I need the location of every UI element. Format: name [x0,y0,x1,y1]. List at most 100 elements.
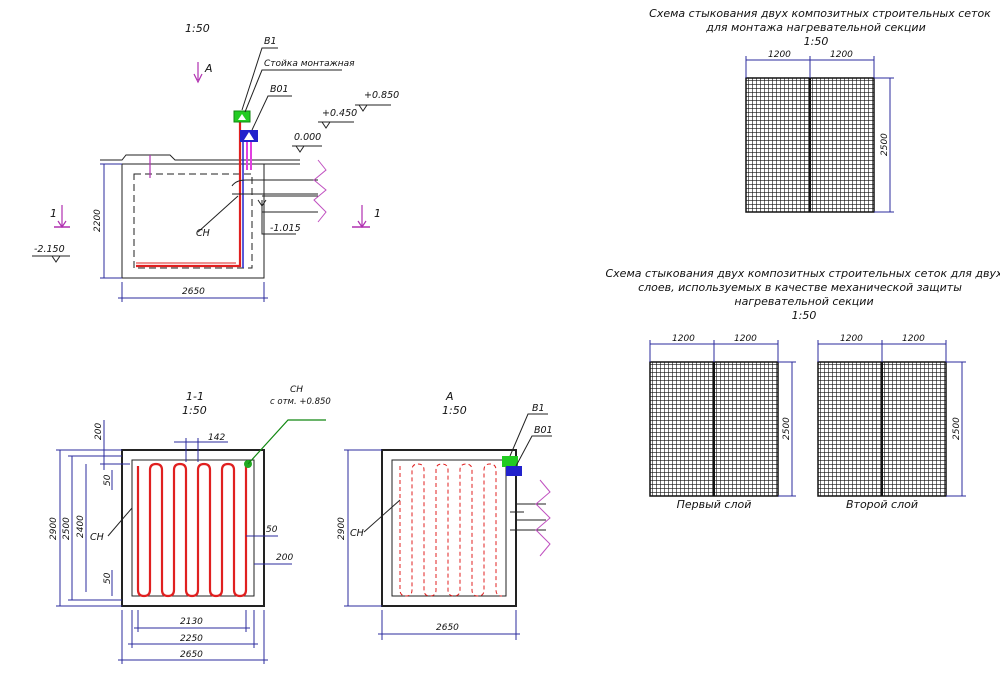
section-title: 1-1 [186,390,204,403]
section-outer-wall [121,449,265,607]
dim-2400-label: 2400 [76,515,86,538]
elev-mid-mark [318,121,354,129]
sn-callout-title: СН [290,385,303,395]
layer-2-dim-height-line [946,361,966,497]
dim-height-line [100,163,122,279]
plan-view: 1:50 A B1 Стойка монтажная B01 [32,22,399,302]
scheme-1-title-line1: Схема стыкования двух композитных строит… [649,7,991,20]
dim-2500-label: 2500 [62,517,72,540]
b01-label: B01 [270,84,289,95]
elev-pipe-leader [261,200,296,235]
scheme-1-dim-right: 1200 [830,50,853,60]
elev-zero-label: 0.000 [294,132,321,143]
view-a-scale: 1:50 [442,404,467,417]
b1-label: B1 [264,36,277,47]
dim-2130-line [134,610,250,632]
section-marker-right [357,205,367,229]
view-a-b1-label: B1 [532,403,545,414]
plan-scale: 1:50 [185,22,210,35]
dim-2900-line [56,449,122,607]
layer-1-dim-width [649,340,779,362]
elev-top-mark [355,104,391,112]
view-a-b01-leader [515,435,552,467]
section-1-1: 1-1 1:50 СН с отм. +0.850 СН 2900 2500 2… [49,385,331,664]
dim-2650-label: 2650 [180,650,203,660]
layer-1-dim-right: 1200 [734,334,757,344]
heating-cable-section [136,118,242,268]
ground-line [100,154,300,161]
view-a-sn-leader [363,499,401,533]
scheme-2-title-line2: слоев, используемых в качестве механичес… [638,281,962,294]
dim-2500-line [68,455,122,601]
pit-outer [121,163,265,279]
dim-2130-label: 2130 [180,617,203,627]
view-a-title: A [445,390,454,403]
sn-callout-leader [247,419,326,465]
section-marker-left [57,205,67,229]
scheme-1-dim-height: 2500 [880,133,890,156]
elev-pipe-label: -1.015 [270,223,301,234]
sn-label-section: СН [90,532,104,543]
heating-cable-serpentine [136,462,248,598]
view-a-sn-label: СН [350,528,364,539]
view-a-dim-2900-line [344,449,382,607]
view-a-outer [381,449,517,607]
elev-mid-label: +0.450 [322,108,357,119]
dim-2250-label: 2250 [180,634,203,644]
b1-leader [241,47,278,111]
b01-marker-glyph [244,132,254,140]
scheme-1-dim-height-line [874,77,894,213]
b01-leader [251,95,292,131]
stand-leader [244,69,342,113]
dim-142-line [174,438,228,462]
layer-2-dim-right: 1200 [902,334,925,344]
dim-2650-line [118,610,268,664]
scheme-2-title-line1: Схема стыкования двух композитных строит… [605,267,1000,280]
sn-label: СН [196,228,210,239]
dim-50-left-bottom-label: 50 [103,572,113,584]
dim-200-right-label: 200 [276,553,293,563]
section-scale: 1:50 [182,404,207,417]
scheme-1: Схема стыкования двух композитных строит… [649,7,991,213]
scheme-1-dim-left: 1200 [768,50,791,60]
view-a: A 1:50 B1 B01 СН 2900 2650 [337,390,553,640]
scheme-1-dim-width [745,56,875,78]
layer-2-dim-height: 2500 [952,417,962,440]
elev-bottom-label: -2.150 [34,244,65,255]
sn-leader [197,195,239,233]
view-a-b1-leader [509,413,548,457]
view-a-b01-label: B01 [534,425,553,436]
dim-width-line [118,282,268,302]
view-a-pipe-break [535,479,551,557]
dim-width-label: 2650 [182,287,205,297]
elev-top-label: +0.850 [364,90,399,101]
layer-1-dim-left: 1200 [672,334,695,344]
sn-label-leader [107,507,133,537]
b1-marker-glyph [238,114,246,120]
pipe-break [313,159,327,223]
layer-1-dim-height-line [778,361,796,497]
section-marker-left-label: 1 [50,207,57,220]
pit-inner-dashed [133,173,253,269]
stand-label: Стойка монтажная [264,59,355,69]
view-a-dim-2900-label: 2900 [337,517,347,540]
scheme-1-scale: 1:50 [804,35,829,48]
view-arrow-letter: A [204,62,213,75]
scheme-1-title-line2: для монтажа нагревательной секции [705,21,925,34]
dim-2900-label: 2900 [49,517,59,540]
layer-2-caption: Второй слой [846,498,918,511]
dim-200-top-label: 200 [94,423,104,440]
dim-200-top-line [100,420,130,470]
layer-2-dim-left: 1200 [840,334,863,344]
view-a-inner [391,459,507,597]
dim-height-label: 2200 [93,209,103,232]
dim-50-left-top-label: 50 [103,474,113,486]
layer-2-dim-width [817,340,947,362]
elev-bottom-mark [32,255,70,263]
dim-2250-line [128,610,258,648]
scheme-2: Схема стыкования двух композитных строит… [605,267,1000,511]
dim-142-label: 142 [208,433,225,443]
elev-zero-mark [292,145,322,153]
view-a-dim-2650-line [378,610,520,640]
